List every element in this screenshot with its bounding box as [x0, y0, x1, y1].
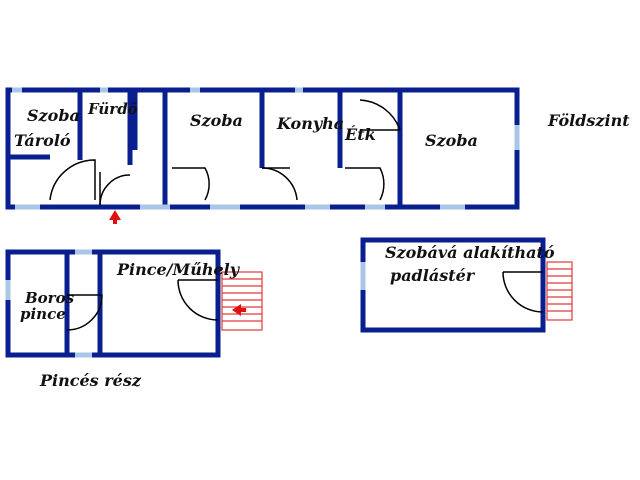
cellar-section: Pince/Műhely Boros pince Pincés rész	[5, 249, 263, 390]
room-label-szoba-2: Szoba	[190, 111, 243, 130]
attic-door	[502, 271, 544, 313]
section-title-pinces-resz: Pincés rész	[39, 371, 142, 390]
room-label-szoba-1: Szoba	[27, 106, 80, 125]
attic-label-line2: padlástér	[390, 266, 476, 285]
arrow-up-icon	[109, 210, 121, 224]
room-label-boros-line1: Boros	[24, 289, 75, 307]
attic-walls	[360, 237, 546, 333]
room-label-pince-muhely: Pince/Műhely	[116, 260, 241, 279]
cellar-walls	[5, 249, 221, 358]
room-label-konyha: Konyha	[276, 114, 344, 133]
room-label-tarolo: Tároló	[14, 131, 71, 150]
cellar-windows	[5, 249, 92, 358]
ground-floor-doors	[49, 99, 401, 206]
ground-floor-interior-walls	[8, 90, 403, 207]
attic-stairs	[546, 261, 573, 321]
cellar-stairs	[221, 271, 263, 331]
ground-floor: Szoba Tároló Fürdő Szoba Konyha Étk Szob…	[5, 87, 630, 224]
room-label-furdo: Fürdő	[87, 100, 138, 118]
attic-section: Szobává alakítható padlástér	[360, 237, 573, 333]
room-label-szoba-3: Szoba	[425, 131, 478, 150]
cellar-doors	[66, 279, 219, 331]
room-label-etk: Étk	[344, 124, 376, 144]
room-label-boros-line2: pince	[20, 305, 66, 323]
floor-title-foldszint: Földszint	[547, 111, 630, 130]
ground-floor-windows	[12, 87, 520, 210]
attic-label-line1: Szobává alakítható	[385, 243, 555, 262]
arrow-left-icon	[232, 304, 246, 316]
